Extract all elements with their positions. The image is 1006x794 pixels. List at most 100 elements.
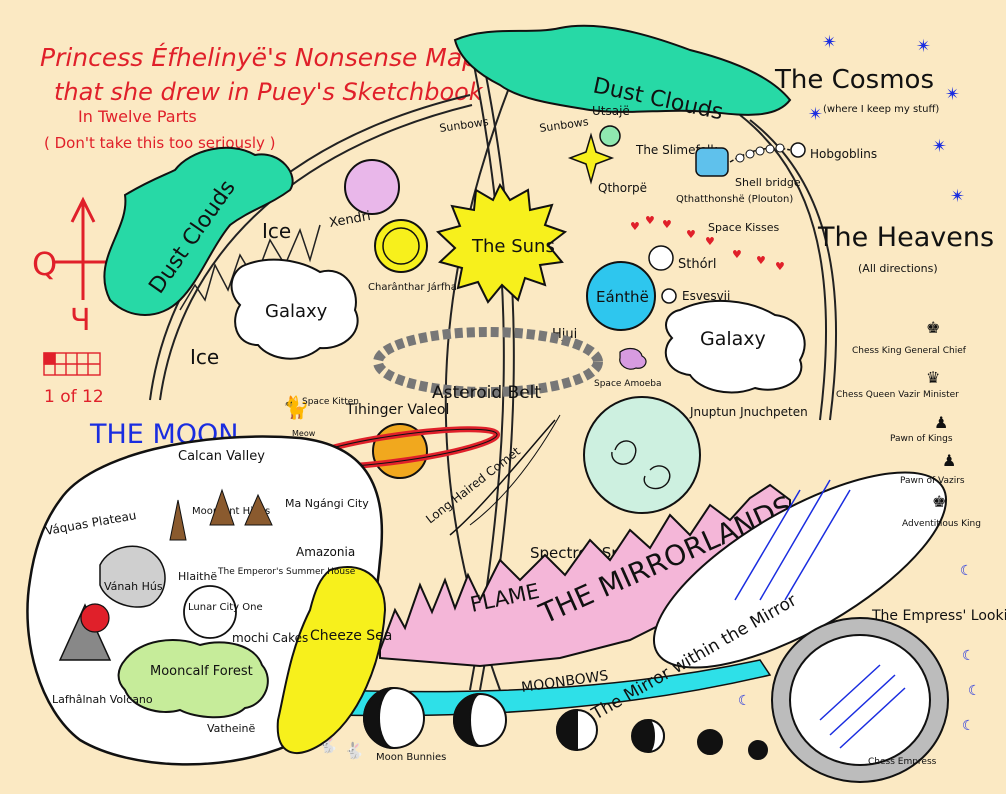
space-kisses-label: Space Kisses (708, 221, 780, 234)
heart-icon: ♥ (705, 235, 715, 248)
lunar-city-circle (183, 585, 237, 639)
long-haired-comet (449, 419, 556, 536)
ma-ngangi-label: Ma Ngángi City (285, 497, 369, 510)
sthorl-label: Sthórl (678, 257, 717, 272)
hlaithe-label: Hlaithë (178, 570, 217, 583)
galaxy-right-label: Galaxy (700, 328, 766, 350)
lunar-city-label: Lunar City One (188, 602, 263, 613)
heart-icon: ♥ (686, 228, 696, 241)
crescent-moon-icon: ☾ (962, 718, 975, 734)
empress-looking-glass (771, 617, 949, 783)
volcano-shape (58, 603, 112, 661)
space-kitten-label: Space Kitten (302, 397, 359, 407)
utsaje-label: Utsajë (592, 104, 630, 118)
mirror-glint-lines (734, 479, 851, 601)
star-icon: ✴ (808, 104, 823, 125)
moon-bunnies-label: Moon Bunnies (376, 752, 446, 763)
lava-blob (80, 603, 110, 633)
chess-piece-label: Pawn of Kings (890, 434, 953, 444)
asteroid-belt-label: Asteroid Belt (432, 383, 541, 403)
galaxy-left-label: Galaxy (265, 301, 328, 322)
eanthe-label: Eánthë (596, 288, 649, 306)
galaxy-right-shape (664, 300, 806, 394)
calcan-valley-label: Calcan Valley (178, 449, 265, 464)
compass-left: Q (32, 245, 57, 283)
star-icon: ✴ (945, 84, 960, 105)
xendri-planet (344, 159, 400, 215)
crescent-moons: ☾ ☾ ☾ ☾ ☾ (738, 563, 981, 734)
star-icon: ✴ (950, 186, 965, 207)
charanthar-sun (374, 219, 428, 273)
vatheine-label: Vatheinë (207, 722, 255, 735)
chess-empress-label: Chess Empress (868, 757, 937, 767)
mooncalf-forest-label: Mooncalf Forest (150, 664, 253, 679)
galaxy-left-shape (230, 258, 359, 360)
the-suns-label: The Suns (471, 236, 555, 257)
compass-rose (55, 196, 112, 300)
ice-top-label: Ice (262, 219, 291, 243)
heavens-title: The Heavens (817, 222, 994, 253)
space-kisses-hearts: ♥ ♥ ♥ ♥ ♥ ♥ ♥ ♥ (630, 214, 785, 273)
qthorpe-label: Qthorpë (598, 181, 647, 195)
kitten-icon: 🐈 (282, 395, 309, 421)
heart-icon: ♥ (645, 214, 655, 227)
dust-clouds-left: Dust Clouds (103, 146, 294, 316)
sthorl-planet (648, 245, 674, 271)
star-icon: ✴ (916, 36, 931, 57)
comet-tail (469, 414, 561, 526)
charanthar-label: Charânthar Járfha (368, 281, 457, 293)
esvesvii-moon (661, 288, 677, 304)
chess-piece-label: Chess Queen Vazir Minister (836, 390, 959, 400)
star-icons: ✴ ✴ ✴ ✴ ✴ ✴ (808, 32, 965, 207)
xendri-label: Xendri (328, 209, 372, 231)
hobgoblins-label: Hobgoblins (810, 147, 877, 161)
amazonia-label: Amazonia (296, 545, 355, 559)
cosmos-title: The Cosmos (774, 65, 934, 95)
space-amoeba-icon (619, 347, 647, 370)
map-title-line3: In Twelve Parts (78, 107, 197, 126)
chess-piece-icon: ♟ (934, 413, 948, 432)
meow-label: Meow (292, 429, 316, 438)
heart-icon: ♥ (775, 260, 785, 273)
qthatthonshe-icon (695, 147, 729, 177)
chess-piece-label: Pawn of Vazirs (900, 476, 965, 486)
chess-piece-icon: ♛ (926, 368, 940, 387)
tihinger-label: Tihinger Valeol (345, 402, 449, 418)
qthorpe-star-icon (567, 132, 615, 185)
svg-text:🐇: 🐇 (344, 741, 364, 760)
crescent-moon-icon: ☾ (738, 693, 751, 709)
esvesvii-label: Esvesvii (682, 289, 730, 303)
sunbows-label-1: Sunbows (439, 115, 490, 135)
hobgoblin-planet (790, 142, 806, 158)
lafhalnah-label: Lafhâlnah Volcano (52, 693, 153, 706)
crescent-moon-icon: ☾ (962, 648, 975, 664)
map-title-line1: Princess Éfhelinyë's Nonsense Map (40, 43, 478, 72)
heart-icon: ♥ (630, 220, 640, 233)
cheese-sea-shape (276, 565, 387, 754)
space-amoeba-label: Space Amoeba (594, 379, 661, 389)
jnuptun-label: Jnuptun Jnuchpeten (689, 405, 808, 419)
empress-glass-label: The Empress' Looking Glass (871, 608, 1006, 624)
cheese-sea-label: Cheeze Sea (310, 628, 392, 644)
compass-bottom: Ч (70, 303, 91, 338)
shell-bridge-label: Shell bridge (735, 176, 801, 189)
heart-icon: ♥ (732, 248, 742, 261)
mooncalf-forest-shape (117, 639, 269, 719)
qthatthonshe-label: Qthatthonshë (Plouton) (676, 194, 793, 205)
chess-piece-list: ♚ Chess King General Chief ♛ Chess Queen… (836, 318, 981, 529)
chess-piece-label: Adventitious King (902, 519, 981, 529)
vanah-hus-label: Vánah Hús (104, 580, 163, 593)
emperors-house-label: The Emperor's Summer House (217, 567, 356, 577)
crescent-moon-icon: ☾ (960, 563, 973, 579)
moon-phases (363, 687, 768, 760)
map-title-block: Princess Éfhelinyë's Nonsense Map that s… (40, 43, 484, 152)
heart-icon: ♥ (662, 218, 672, 231)
moon-mountains (169, 488, 273, 541)
chess-piece-icon: ♚ (932, 492, 946, 511)
jnuptun-swirls (611, 440, 671, 490)
crescent-moon-icon: ☾ (968, 683, 981, 699)
shell-bridge-dots (735, 143, 785, 163)
moon-ant-hives-label: Moon Ant Hives (192, 506, 270, 517)
ringed-planet (299, 423, 501, 479)
